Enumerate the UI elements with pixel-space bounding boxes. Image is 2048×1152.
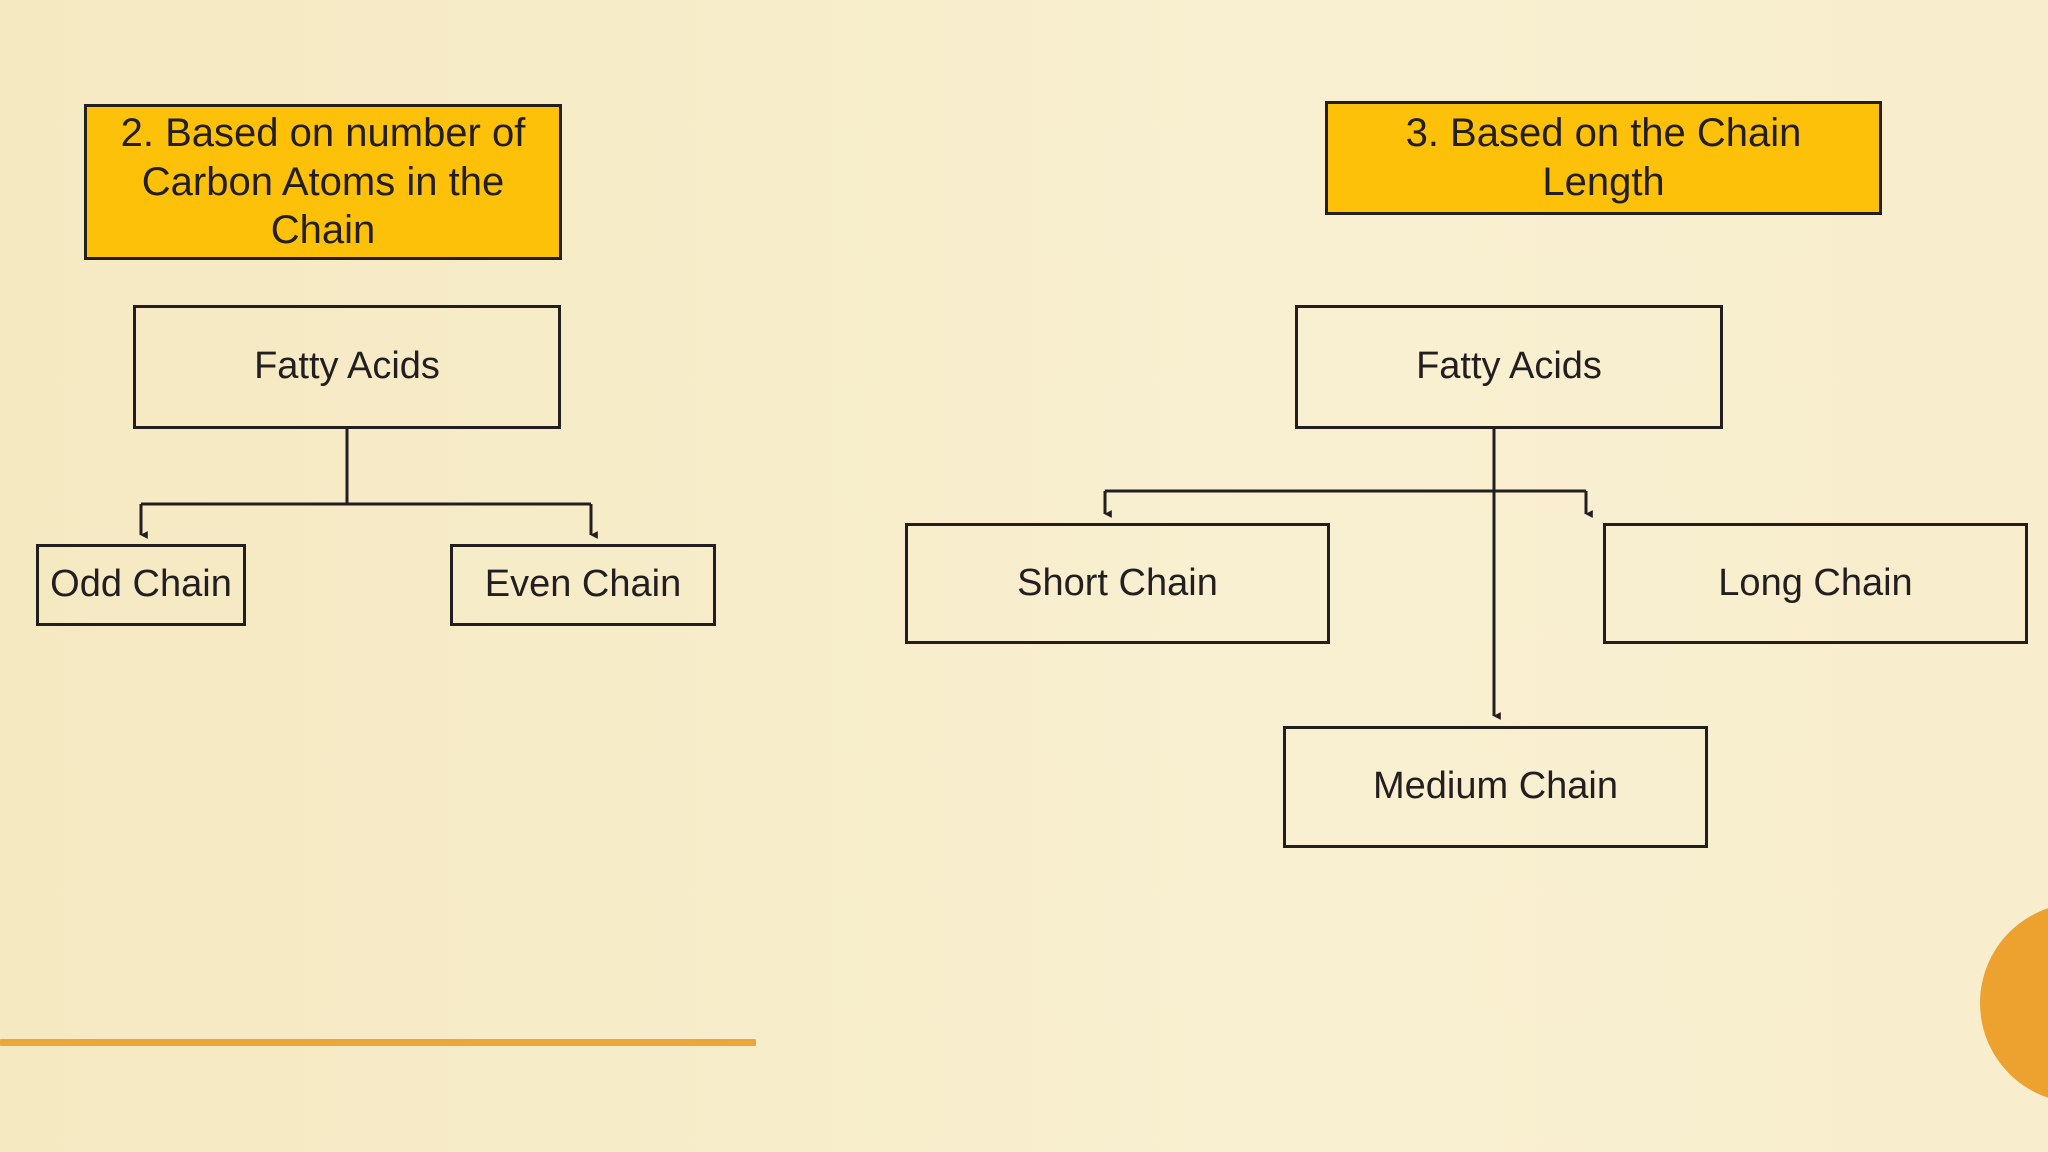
- node-odd-chain[interactable]: Odd Chain: [36, 544, 246, 626]
- node-long-chain[interactable]: Long Chain: [1603, 523, 2028, 644]
- node-chain-length-root[interactable]: Fatty Acids: [1295, 305, 1723, 429]
- node-short-chain[interactable]: Short Chain: [905, 523, 1330, 644]
- node-medium-chain[interactable]: Medium Chain: [1283, 726, 1708, 848]
- heading-chain-length[interactable]: 3. Based on the Chain Length: [1325, 101, 1882, 215]
- heading-carbon-atoms[interactable]: 2. Based on number of Carbon Atoms in th…: [84, 104, 562, 260]
- node-even-chain[interactable]: Even Chain: [450, 544, 716, 626]
- node-carbon-root[interactable]: Fatty Acids: [133, 305, 561, 429]
- orange-underline-rule: [0, 1039, 756, 1046]
- orange-corner-circle: [1980, 903, 2048, 1103]
- connector-group-carbon: [139, 428, 598, 539]
